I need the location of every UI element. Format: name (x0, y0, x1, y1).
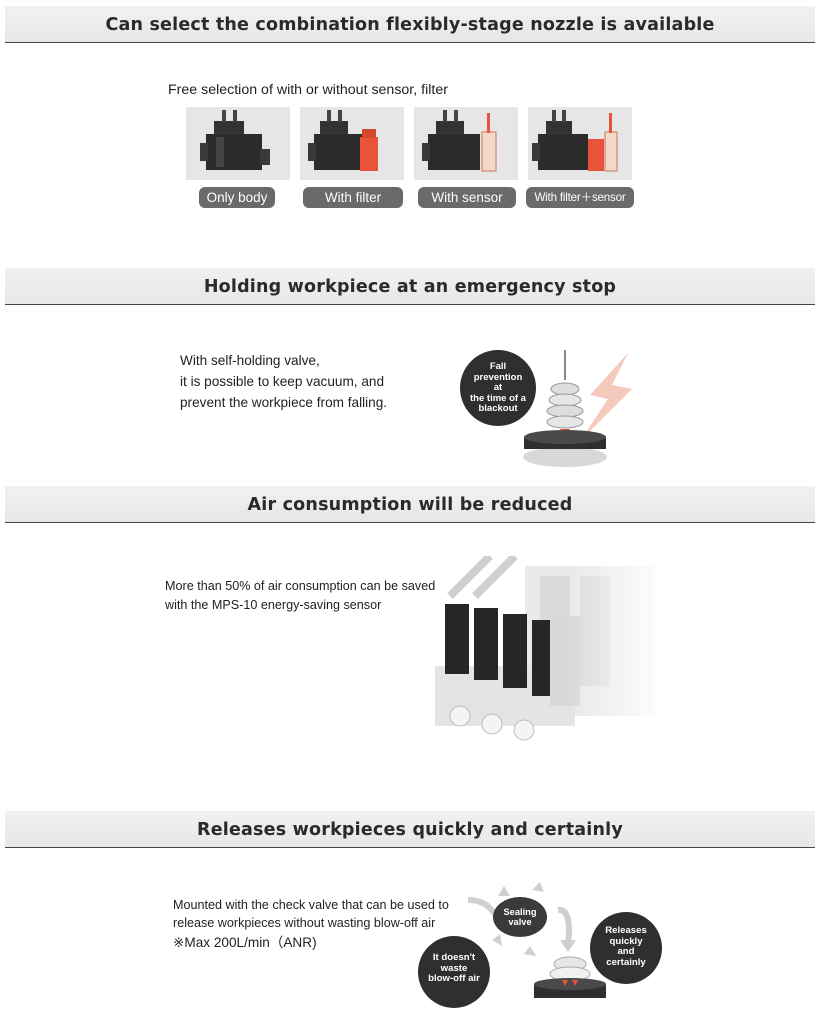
nozzle-filter-illustration (308, 110, 378, 171)
releases-quickly-bubble: Releases quickly and certainly (590, 912, 662, 984)
lightning-bolt-icon (580, 353, 632, 441)
sensor-unit (474, 608, 498, 680)
thumb-with-sensor (414, 107, 518, 180)
section-header-release: Releases workpieces quickly and certainl… (5, 811, 815, 848)
bubble-line: and (617, 946, 635, 957)
section-title: Releases workpieces quickly and certainl… (197, 820, 623, 840)
option-with-filter: With filter (303, 187, 403, 208)
arrow-icon (532, 882, 544, 892)
arrow-icon (492, 934, 502, 946)
fall-prevention-bubble: Fall prevention at the time of a blackou… (460, 350, 536, 426)
nozzle-sensor-illustration (422, 110, 497, 172)
thumb-with-filter-sensor (528, 107, 632, 180)
nozzle-body-illustration (200, 110, 270, 170)
release-description: Mounted with the check valve that can be… (173, 896, 449, 952)
release-flow-illustration (467, 882, 606, 998)
bubble-line: Releases (605, 925, 647, 936)
description-line: with the MPS-10 energy-saving sensor (165, 598, 382, 612)
section-header-emergency-stop: Holding workpiece at an emergency stop (5, 268, 815, 305)
arrow-icon (498, 886, 510, 896)
bubble-line: waste (440, 962, 468, 974)
air-description: More than 50% of air consumption can be … (165, 577, 435, 615)
bubble-line: Sealing (503, 907, 537, 917)
sensor-unit (445, 604, 469, 674)
max-flow-note: ※Max 200L/min（ANR) (173, 935, 317, 950)
section-header-combination: Can select the combination flexibly-stag… (5, 6, 815, 43)
option-only-body: Only body (199, 187, 275, 208)
option-with-sensor: With sensor (418, 187, 516, 208)
sealing-valve-label: Sealing valve (493, 897, 547, 937)
manifold-sensor-illustration (435, 556, 670, 756)
bubble-line: It doesn't (432, 952, 476, 963)
bubble-line: valve (508, 917, 532, 927)
thumb-with-filter (300, 107, 404, 180)
bubble-line: at (493, 382, 503, 393)
bubble-line: certainly (606, 956, 646, 968)
bubble-line: Fall (489, 361, 507, 372)
suction-cup-illustration (523, 350, 632, 467)
section-title: Air consumption will be reduced (247, 495, 573, 515)
description-line: More than 50% of air consumption can be … (165, 579, 436, 593)
sensor-unit (503, 614, 527, 688)
description-line: it is possible to keep vacuum, and (180, 374, 385, 389)
description-line: Mounted with the check valve that can be… (173, 898, 449, 912)
description-line: With self-holding valve, (180, 353, 320, 368)
description-line: prevent the workpiece from falling. (180, 395, 388, 410)
bubble-line: blow-off air (428, 973, 480, 984)
arrow-icon (524, 946, 536, 956)
emergency-description: With self-holding valve, it is possible … (180, 350, 387, 413)
bubble-line: quickly (609, 935, 643, 947)
description-line: release workpieces without wasting blow-… (173, 916, 436, 930)
section-header-air-consumption: Air consumption will be reduced (5, 486, 815, 523)
bubble-line: the time of a (470, 392, 526, 404)
combination-intro: Free selection of with or without sensor… (168, 82, 448, 98)
nozzle-filter-sensor-illustration (532, 110, 618, 172)
bubble-line: blackout (478, 403, 518, 414)
option-with-filter-sensor: With filter＋sensor (526, 187, 634, 208)
bubble-line: prevention (473, 371, 523, 383)
no-waste-bubble: It doesn't waste blow-off air (418, 936, 490, 1008)
thumb-only-body (186, 107, 290, 180)
section-title: Can select the combination flexibly-stag… (105, 15, 715, 35)
arrow-down-icon (560, 940, 576, 952)
section-title: Holding workpiece at an emergency stop (203, 277, 617, 297)
